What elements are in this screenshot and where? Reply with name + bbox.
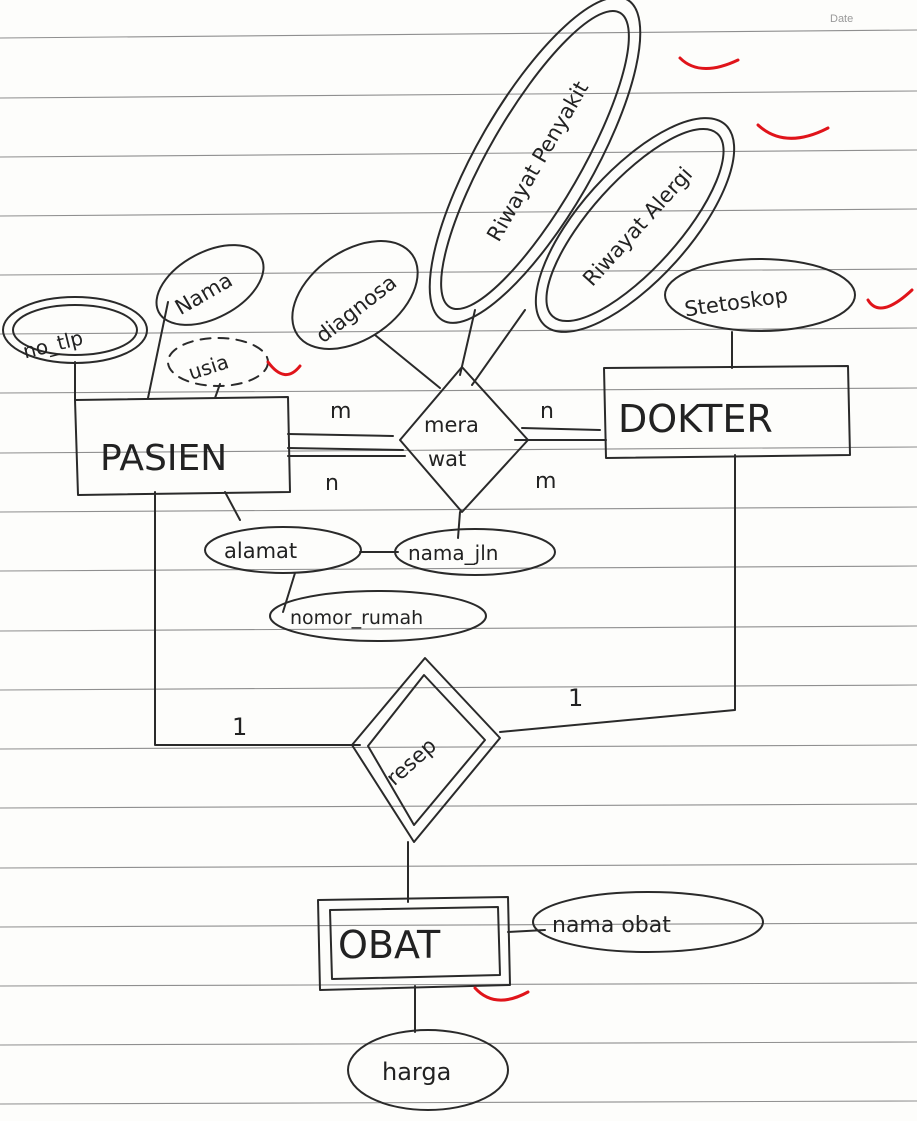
attribute-stetoskop-label: Stetoskop	[683, 283, 789, 321]
cardinality-dokter-resep: 1	[568, 684, 583, 712]
attribute-riwayat-alergi-label: Riwayat Alergi	[578, 162, 697, 290]
relationship-merawat-label-2: wat	[428, 447, 466, 471]
cardinality-pasien-merawat-top: m	[330, 399, 351, 424]
cardinalities: m n n m 1 1	[232, 399, 583, 741]
relationship-merawat: mera wat	[399, 366, 529, 513]
check-mark-5	[473, 986, 530, 1002]
ruled-lines	[0, 29, 917, 1105]
entity-pasien-label: PASIEN	[100, 438, 227, 479]
entity-dokter-label: DOKTER	[618, 397, 773, 441]
attribute-diagnosa: diagnosa	[291, 240, 419, 350]
entity-obat-label: OBAT	[338, 923, 441, 967]
entity-pasien: PASIEN	[74, 396, 291, 496]
attribute-nama-label: Nama	[171, 268, 237, 320]
attribute-nama-obat: nama obat	[532, 891, 764, 953]
connectors	[74, 301, 736, 1033]
check-mark-3	[866, 288, 914, 310]
attribute-nama-jln-label: nama_jln	[408, 541, 498, 565]
check-mark-1	[678, 56, 740, 70]
relationship-merawat-label-1: mera	[424, 413, 479, 437]
attribute-diagnosa-label: diagnosa	[311, 270, 401, 348]
attribute-alamat: alamat	[204, 526, 362, 574]
attribute-usia-label: usia	[185, 349, 231, 384]
attribute-nama-obat-label: nama obat	[552, 913, 671, 938]
attribute-usia: usia	[167, 337, 269, 387]
check-mark-4	[266, 360, 302, 376]
attribute-no-tlp: no_tlp	[2, 296, 148, 364]
check-mark-2	[756, 123, 830, 140]
attribute-alamat-label: alamat	[224, 539, 297, 563]
relationship-resep: resep	[351, 657, 501, 843]
attribute-riwayat-penyakit-label: Riwayat Penyakit	[482, 77, 593, 245]
date-label: Date	[830, 13, 853, 25]
entity-dokter: DOKTER	[603, 365, 851, 459]
relationship-resep-label: resep	[382, 733, 441, 790]
cardinality-merawat-dokter-top: n	[540, 399, 554, 424]
attribute-nama-jln: nama_jln	[394, 528, 556, 576]
attribute-harga: harga	[347, 1029, 509, 1111]
attribute-harga-label: harga	[382, 1058, 451, 1086]
attribute-nomor-rumah-label: nomor_rumah	[290, 607, 423, 629]
cardinality-merawat-dokter-bottom: m	[535, 469, 556, 494]
attribute-nomor-rumah: nomor_rumah	[269, 590, 487, 642]
cardinality-pasien-resep: 1	[232, 713, 247, 741]
red-check-marks	[266, 56, 914, 1002]
attribute-no-tlp-label: no_tlp	[20, 325, 85, 363]
cardinality-pasien-merawat-bottom: n	[325, 471, 339, 496]
entity-obat: OBAT	[317, 896, 511, 991]
